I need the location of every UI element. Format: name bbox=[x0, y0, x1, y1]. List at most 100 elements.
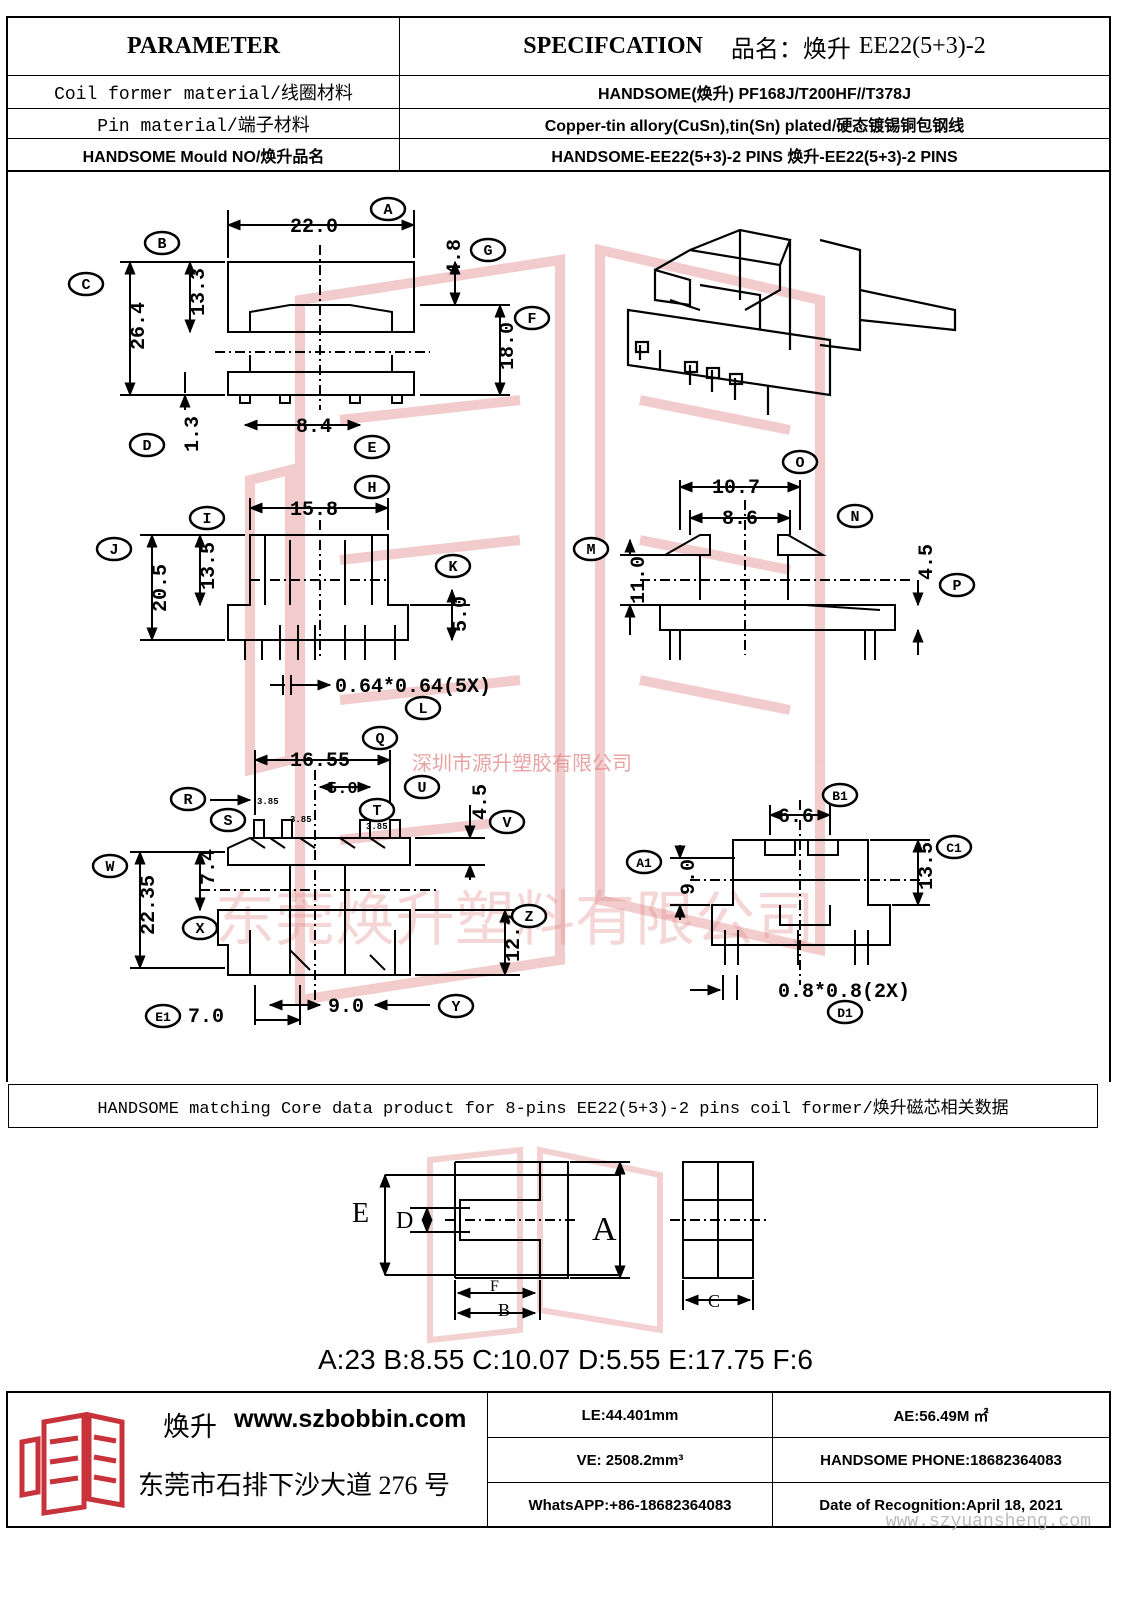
parameter-heading: PARAMETER bbox=[8, 18, 400, 75]
le-value: LE:44.401mm bbox=[488, 1393, 773, 1437]
watermark-url: www.szyuansheng.com bbox=[885, 1512, 1091, 1532]
ve-value: VE: 2508.2mm³ bbox=[488, 1438, 773, 1482]
spec-heading: SPECIFCATION 品名：焕升 EE22(5+3)-2 bbox=[400, 18, 1109, 75]
callout-d: D bbox=[142, 438, 151, 455]
dim-i: 13.5 bbox=[198, 542, 221, 590]
callout-letters: A B C D E F G H I J K L M N O P Q R S T … bbox=[81, 202, 962, 1025]
dim-s: 3.85 bbox=[290, 815, 312, 825]
core-label-a: A bbox=[592, 1211, 617, 1248]
callout-j: J bbox=[109, 542, 118, 559]
dimension-labels: 22.0 8.4 15.8 0.64*0.64(5X) 10.7 8.6 16.… bbox=[188, 216, 910, 1029]
dim-d1: 0.8*0.8(2X) bbox=[778, 981, 910, 1004]
title-row: PARAMETER SPECIFCATION 品名：焕升 EE22(5+3)-2 bbox=[8, 18, 1109, 76]
callout-b1: B1 bbox=[832, 789, 848, 804]
callout-e1: E1 bbox=[155, 1010, 171, 1025]
callout-g: G bbox=[483, 243, 492, 260]
callout-m: M bbox=[586, 542, 595, 559]
callout-r: R bbox=[183, 792, 192, 809]
view-top-left bbox=[120, 210, 510, 431]
recognition-date: Date of Recognition:April 18, 2021 bbox=[819, 1496, 1063, 1514]
core-label-d: D bbox=[396, 1208, 413, 1234]
callout-a: A bbox=[383, 202, 392, 219]
callout-u: U bbox=[417, 780, 426, 797]
dim-e: 8.4 bbox=[296, 416, 332, 439]
dim-b: 13.3 bbox=[188, 268, 211, 316]
dim-a: 22.0 bbox=[290, 216, 338, 239]
dim-d: 1.3 bbox=[182, 416, 205, 452]
technical-drawing-area bbox=[6, 170, 1111, 1082]
dim-w: 7.4 bbox=[198, 849, 221, 885]
dim-h: 15.8 bbox=[290, 499, 338, 522]
dim-y: 9.0 bbox=[328, 996, 364, 1019]
dim-x: 22.35 bbox=[138, 875, 161, 935]
footer-spec-table: LE:44.401mm AE:56.49M ㎡ VE: 2508.2mm³ HA… bbox=[487, 1393, 1109, 1527]
whatsapp-value: WhatsAPP:+86-18682364083 bbox=[488, 1483, 773, 1527]
core-labels: A B C D E F bbox=[352, 1198, 720, 1320]
phone-value: HANDSOME PHONE:18682364083 bbox=[820, 1451, 1062, 1469]
material-row: Coil former material/线圈材料 HANDSOME(焕升) P… bbox=[8, 76, 1109, 109]
callout-v: V bbox=[502, 815, 511, 832]
core-label-e: E bbox=[352, 1198, 369, 1229]
coil-material-value: HANDSOME(焕升) PF168J/T200HF//T378J bbox=[598, 86, 911, 103]
dim-j: 20.5 bbox=[150, 564, 173, 612]
pin-material-value: Copper-tin allory(CuSn),tin(Sn) plated/硬… bbox=[544, 117, 965, 135]
core-drawing bbox=[379, 1146, 770, 1344]
product-model: EE22(5+3)-2 bbox=[858, 33, 986, 59]
pin-material-label: Pin material/端子材料 bbox=[8, 109, 400, 138]
callout-f: F bbox=[527, 311, 536, 328]
mould-row: HANDSOME Mould NO/焕升品名 HANDSOME-EE22(5+3… bbox=[8, 139, 1109, 170]
dim-c: 26.4 bbox=[128, 302, 151, 350]
coil-material-label: Coil former material/线圈材料 bbox=[8, 76, 400, 108]
dim-n: 8.6 bbox=[722, 508, 758, 531]
dim-q: 16.55 bbox=[290, 750, 350, 773]
callout-n: N bbox=[850, 509, 859, 526]
callout-q: Q bbox=[375, 731, 384, 748]
dim-f: 18.0 bbox=[497, 322, 520, 370]
callout-k: K bbox=[448, 559, 457, 576]
core-label-f: F bbox=[490, 1278, 499, 1295]
callout-d1: D1 bbox=[837, 1006, 853, 1021]
company-address: 东莞市石排下沙大道 276 号 bbox=[138, 1471, 451, 1500]
footer-row-2: VE: 2508.2mm³ HANDSOME PHONE:18682364083 bbox=[488, 1438, 1109, 1483]
watermark-cn-1: 深圳市源升塑胶有限公司 bbox=[412, 751, 632, 775]
dim-o: 10.7 bbox=[712, 477, 760, 500]
callout-x: X bbox=[195, 921, 204, 938]
callout-e: E bbox=[367, 440, 376, 457]
view-bottom-right bbox=[670, 800, 930, 1000]
website-link[interactable]: www.szbobbin.com bbox=[234, 1405, 467, 1433]
core-values: A:23 B:8.55 C:10.07 D:5.55 E:17.75 F:6 bbox=[318, 1344, 813, 1375]
dim-l: 0.64*0.64(5X) bbox=[335, 676, 491, 699]
mould-no-value: HANDSOME-EE22(5+3)-2 PINS 焕升-EE22(5+3)-2… bbox=[551, 148, 958, 166]
view-3d bbox=[626, 228, 957, 415]
dim-r: 3.85 bbox=[257, 797, 279, 807]
callout-y: Y bbox=[451, 999, 460, 1016]
core-label-c: C bbox=[708, 1291, 720, 1311]
dim-v: 4.5 bbox=[470, 784, 493, 820]
callout-o: O bbox=[795, 455, 804, 472]
footer-row-3: WhatsAPP:+86-18682364083 Date of Recogni… bbox=[488, 1483, 1109, 1527]
spec-label: SPECIFCATION bbox=[523, 33, 703, 59]
core-data-header: HANDSOME matching Core data product for … bbox=[8, 1084, 1098, 1128]
callout-c1: C1 bbox=[946, 841, 962, 856]
ae-value: AE:56.49M ㎡ bbox=[893, 1407, 989, 1425]
footer-table: 焕升 www.szbobbin.com 东莞市石排下沙大道 276 号 LE:4… bbox=[6, 1391, 1111, 1528]
brand-name: 焕升 bbox=[163, 1412, 217, 1442]
callout-t: T bbox=[372, 803, 381, 820]
dim-m: 11.0 bbox=[628, 556, 651, 604]
dim-g: 4.8 bbox=[444, 239, 467, 275]
view-middle-left bbox=[140, 498, 470, 695]
dim-c1: 13.5 bbox=[916, 842, 939, 890]
watermark-logo bbox=[245, 243, 825, 1006]
callout-a1: A1 bbox=[636, 856, 652, 871]
callout-s: S bbox=[223, 813, 232, 830]
dim-a1: 9.0 bbox=[678, 859, 701, 895]
callout-c: C bbox=[81, 277, 90, 294]
view-middle-right bbox=[620, 480, 924, 660]
mould-no-label: HANDSOME Mould NO/焕升品名 bbox=[8, 139, 400, 170]
footer-row-1: LE:44.401mm AE:56.49M ㎡ bbox=[488, 1393, 1109, 1438]
pin-row: Pin material/端子材料 Copper-tin allory(CuSn… bbox=[8, 109, 1109, 139]
dim-t: 3.85 bbox=[366, 822, 388, 832]
dimension-labels-vertical: 13.3 26.4 1.3 4.8 18.0 13.5 20.5 5.0 11.… bbox=[128, 239, 939, 962]
view-bottom-left bbox=[130, 750, 520, 1026]
callout-w: W bbox=[105, 859, 114, 876]
